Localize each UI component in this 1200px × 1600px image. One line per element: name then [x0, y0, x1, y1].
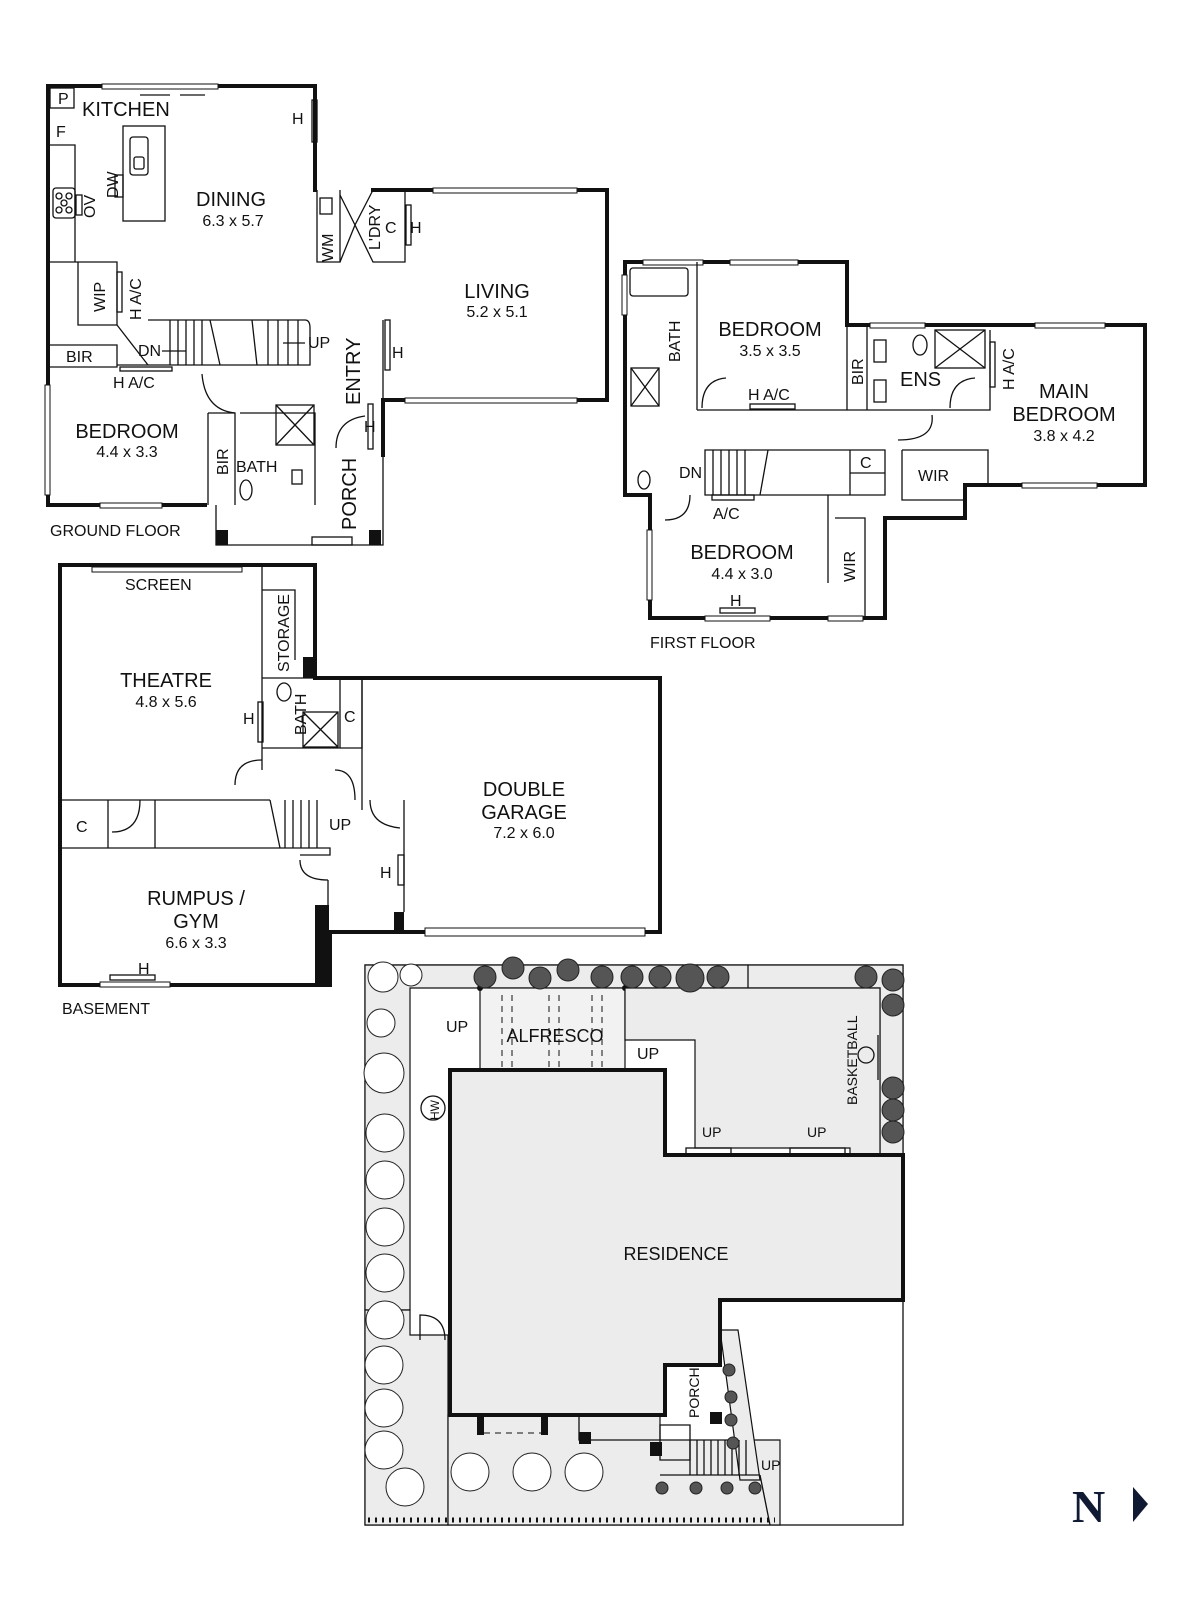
rumpus-label-line2: GYM — [173, 911, 219, 933]
rumpus-cupboard-label: C — [76, 819, 88, 836]
fridge-label: F — [56, 124, 66, 141]
stairs-up-label: UP — [308, 335, 330, 352]
basement-bath-label: BATH — [293, 694, 310, 735]
dining-label: DINING — [196, 189, 266, 211]
rumpus-dimensions: 6.6 x 3.3 — [165, 935, 226, 952]
north-arrow-icon — [1133, 1487, 1148, 1522]
first-floor-title: FIRST FLOOR — [650, 635, 756, 652]
main-wir-label: WIR — [918, 468, 949, 485]
bedroom-3-label: BEDROOM — [690, 542, 793, 564]
heater-ac-label: H A/C — [128, 278, 145, 320]
oven-label: OV — [82, 195, 99, 218]
rumpus-heater-label: H — [138, 961, 150, 978]
garage-label-line2: GARAGE — [481, 802, 567, 824]
bedroom-3-dimensions: 4.4 x 3.0 — [711, 566, 772, 583]
main-bedroom-dimensions: 3.8 x 4.2 — [1033, 428, 1094, 445]
tree-icons — [363, 961, 604, 1507]
alfresco-up-label-right: UP — [637, 1046, 659, 1063]
washing-machine-label: WM — [320, 234, 337, 262]
ground-bedroom-label: BEDROOM — [75, 421, 178, 443]
basement-plan — [58, 563, 662, 988]
first-bath-label: BATH — [667, 321, 684, 362]
entry-heater-label: H — [392, 345, 404, 362]
ensuite-label: ENS — [900, 369, 941, 391]
stairs-down-label: DN — [138, 343, 161, 360]
first-bir-label: BIR — [850, 358, 867, 385]
bedroom-heater-ac-label: H A/C — [113, 375, 155, 392]
first-ac-label: A/C — [713, 506, 740, 523]
ground-bedroom-dimensions: 4.4 x 3.3 — [96, 444, 157, 461]
laundry-cupboard-label: C — [385, 220, 397, 237]
court-up-label-2: UP — [807, 1124, 826, 1140]
main-bedroom-heater-ac-label: H A/C — [1001, 348, 1018, 390]
bir-label: BIR — [66, 349, 93, 366]
basketball-label: BASKETBALL — [844, 1015, 860, 1105]
court-up-label-1: UP — [702, 1124, 721, 1140]
porch-label: PORCH — [339, 458, 361, 530]
residence-label: RESIDENCE — [623, 1244, 728, 1264]
theatre-dimensions: 4.8 x 5.6 — [135, 694, 196, 711]
pantry-label: P — [58, 91, 69, 108]
living-dimensions: 5.2 x 5.1 — [466, 304, 527, 321]
storage-label: STORAGE — [276, 594, 293, 672]
bedroom-3-heater-label: H — [730, 593, 742, 610]
bedroom-2-heater-ac-label: H A/C — [748, 387, 790, 404]
bedroom-3-wir-label: WIR — [842, 551, 859, 582]
alfresco-up-label-left: UP — [446, 1019, 468, 1036]
porch-heater-label: H — [364, 419, 376, 436]
shrub-icons — [473, 956, 905, 1495]
garage-heater-label: H — [380, 865, 392, 882]
dishwasher-label: DW — [105, 170, 122, 198]
front-steps-up-label: UP — [761, 1457, 780, 1473]
basement-stairs-up-label: UP — [329, 817, 351, 834]
main-bedroom-label-line1: MAIN — [1039, 381, 1089, 403]
theatre-heater-label: H — [243, 711, 255, 728]
main-bedroom-label-line2: BEDROOM — [1012, 404, 1115, 426]
first-floor-plan — [621, 259, 1147, 622]
garage-dimensions: 7.2 x 6.0 — [493, 825, 554, 842]
alfresco-label: ALFRESCO — [506, 1026, 603, 1046]
basement-title: BASEMENT — [62, 1001, 150, 1018]
laundry-label: L'DRY — [367, 204, 384, 250]
site-porch-label: PORCH — [686, 1367, 702, 1418]
first-cupboard-label: C — [860, 455, 872, 472]
garage-label-line1: DOUBLE — [483, 779, 565, 801]
laundry-heater-label: H — [410, 220, 422, 237]
ground-floor-plan — [44, 83, 609, 546]
theatre-label: THEATRE — [120, 670, 212, 692]
wip-label: WIP — [92, 282, 109, 312]
ground-bath-label: BATH — [236, 459, 277, 476]
ground-bir-label: BIR — [215, 448, 232, 475]
entry-label: ENTRY — [343, 338, 365, 405]
kitchen-heater-label: H — [292, 111, 304, 128]
bedroom-2-label: BEDROOM — [718, 319, 821, 341]
dining-dimensions: 6.3 x 5.7 — [202, 213, 263, 230]
site-plan — [363, 956, 905, 1526]
kitchen-label: KITCHEN — [82, 99, 170, 121]
hot-water-label: HW — [428, 1099, 442, 1120]
ground-floor-title: GROUND FLOOR — [50, 523, 181, 540]
compass-north-label: N — [1072, 1481, 1105, 1532]
living-label: LIVING — [464, 281, 530, 303]
basement-cupboard-label: C — [344, 709, 356, 726]
screen-label: SCREEN — [125, 577, 192, 594]
rumpus-label-line1: RUMPUS / — [147, 888, 245, 910]
first-stairs-down-label: DN — [679, 465, 702, 482]
bedroom-2-dimensions: 3.5 x 3.5 — [739, 343, 800, 360]
